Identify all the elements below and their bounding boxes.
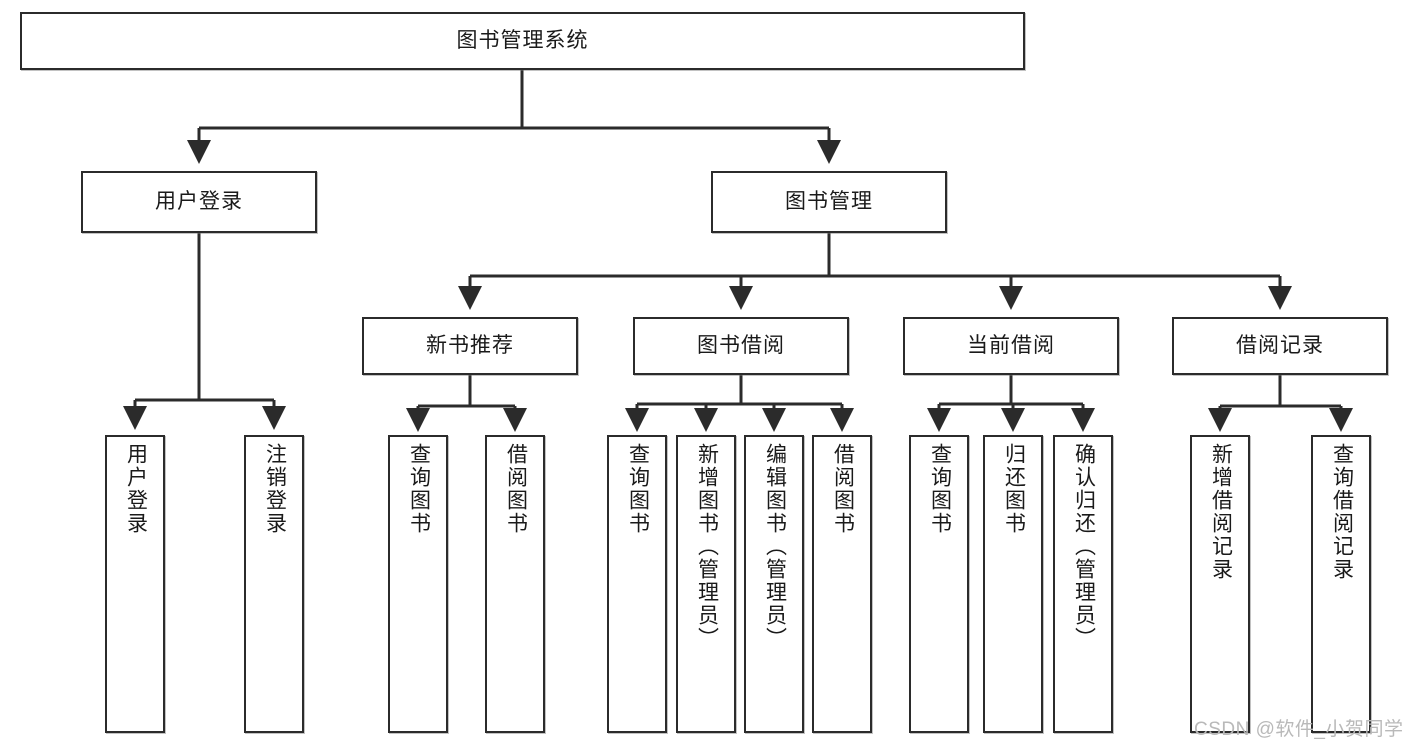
node-user-login-label: 用户登录 — [155, 190, 243, 214]
node-leaf-confirm-return-label: 确认归还（管理员） — [1072, 443, 1096, 650]
node-leaf-query-book-c[interactable]: 查询图书 — [909, 435, 969, 733]
node-book-manage[interactable]: 图书管理 — [711, 171, 947, 233]
node-leaf-query-borrow-record[interactable]: 查询借阅记录 — [1311, 435, 1371, 733]
node-root-label: 图书管理系统 — [456, 29, 589, 53]
node-current-borrow-label: 当前借阅 — [967, 334, 1055, 358]
node-leaf-query-borrow-record-label: 查询借阅记录 — [1330, 443, 1354, 581]
node-leaf-query-book-b[interactable]: 查询图书 — [607, 435, 667, 733]
node-leaf-user-login[interactable]: 用户登录 — [105, 435, 165, 733]
node-leaf-add-borrow-record[interactable]: 新增借阅记录 — [1190, 435, 1250, 733]
node-leaf-query-book-a[interactable]: 查询图书 — [388, 435, 448, 733]
node-new-book-recommend[interactable]: 新书推荐 — [362, 317, 578, 375]
node-leaf-return-book[interactable]: 归还图书 — [983, 435, 1043, 733]
node-leaf-borrow-book-b[interactable]: 借阅图书 — [812, 435, 872, 733]
node-leaf-add-borrow-record-label: 新增借阅记录 — [1209, 443, 1233, 581]
node-book-borrow[interactable]: 图书借阅 — [633, 317, 849, 375]
node-leaf-logout-label: 注销登录 — [263, 443, 287, 535]
node-leaf-query-book-b-label: 查询图书 — [626, 443, 650, 535]
node-leaf-borrow-book-a[interactable]: 借阅图书 — [485, 435, 545, 733]
csdn-watermark: CSDN @软件_小贺同学 — [1194, 719, 1404, 740]
node-leaf-borrow-book-b-label: 借阅图书 — [831, 443, 855, 535]
node-leaf-confirm-return[interactable]: 确认归还（管理员） — [1053, 435, 1113, 733]
node-leaf-add-book[interactable]: 新增图书（管理员） — [676, 435, 736, 733]
node-borrow-record[interactable]: 借阅记录 — [1172, 317, 1388, 375]
node-book-manage-label: 图书管理 — [785, 190, 873, 214]
node-leaf-query-book-c-label: 查询图书 — [928, 443, 952, 535]
node-book-borrow-label: 图书借阅 — [697, 334, 785, 358]
node-current-borrow[interactable]: 当前借阅 — [903, 317, 1119, 375]
node-leaf-borrow-book-a-label: 借阅图书 — [504, 443, 528, 535]
node-leaf-query-book-a-label: 查询图书 — [407, 443, 431, 535]
node-root[interactable]: 图书管理系统 — [20, 12, 1025, 70]
node-leaf-edit-book-label: 编辑图书（管理员） — [763, 443, 787, 650]
node-leaf-add-book-label: 新增图书（管理员） — [695, 443, 719, 650]
node-user-login[interactable]: 用户登录 — [81, 171, 317, 233]
node-leaf-user-login-label: 用户登录 — [124, 443, 148, 535]
node-leaf-edit-book[interactable]: 编辑图书（管理员） — [744, 435, 804, 733]
node-leaf-return-book-label: 归还图书 — [1002, 443, 1026, 535]
node-borrow-record-label: 借阅记录 — [1236, 334, 1324, 358]
node-new-book-recommend-label: 新书推荐 — [426, 334, 514, 358]
node-leaf-logout[interactable]: 注销登录 — [244, 435, 304, 733]
